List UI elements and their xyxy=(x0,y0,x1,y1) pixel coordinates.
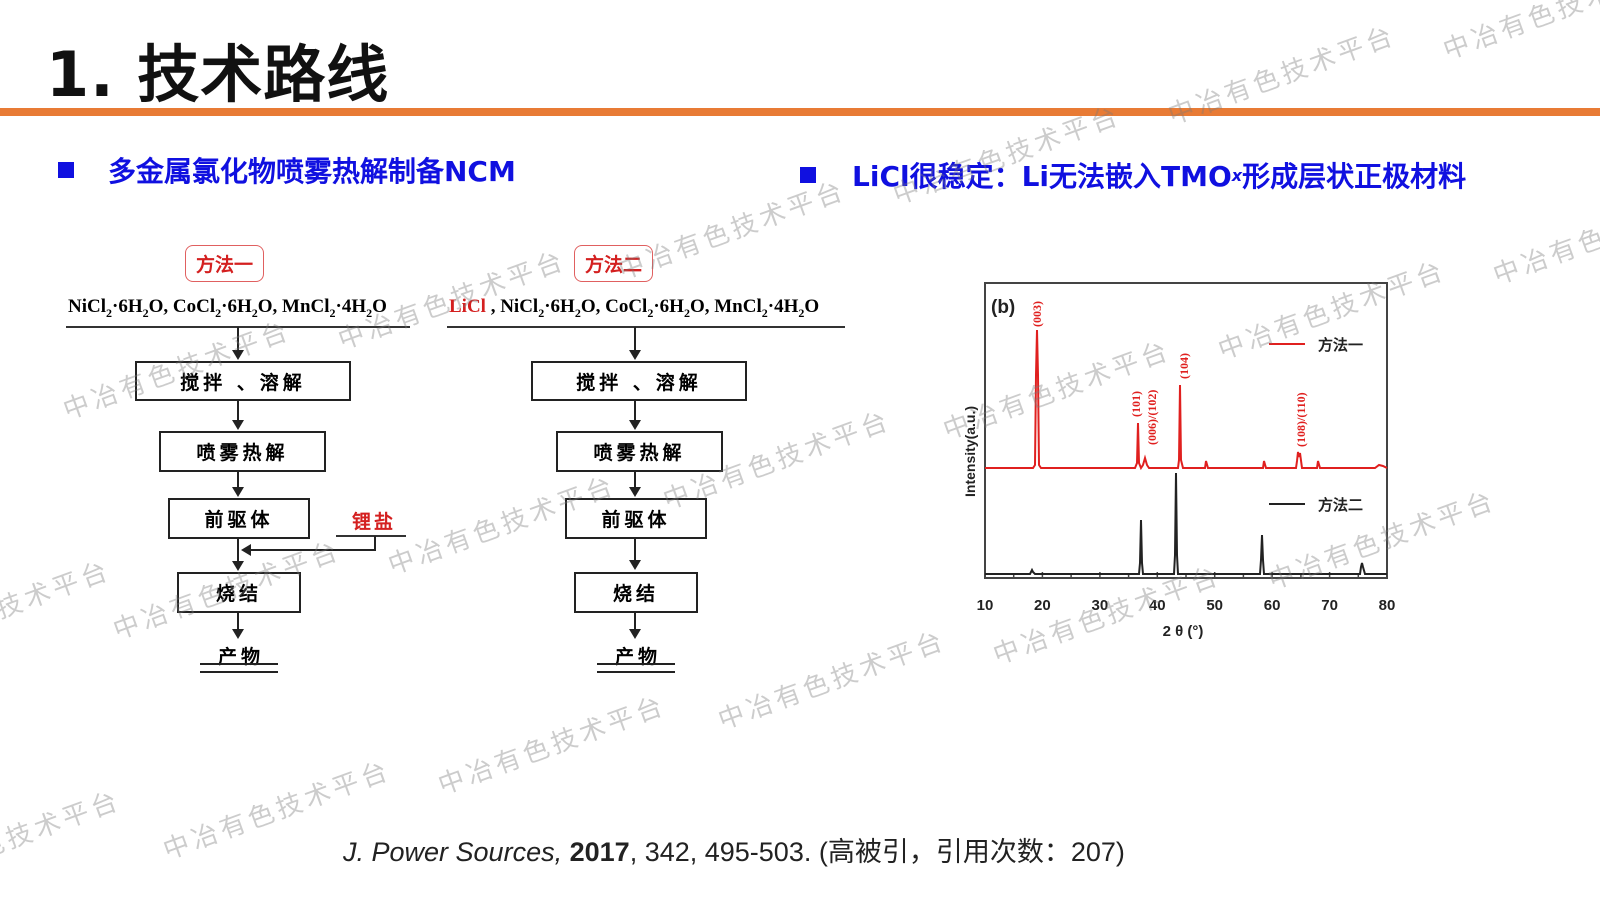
y-axis-label: Intensity(a.u.) xyxy=(962,406,978,497)
x-tick-10: 10 xyxy=(977,597,994,614)
x-tick-40: 40 xyxy=(1149,597,1166,614)
step-stir-dissolve: 搅拌 、溶解 xyxy=(135,361,351,401)
citation-journal: J. Power Sources, xyxy=(343,837,563,867)
watermark: 中冶有色技术平台 xyxy=(1489,180,1600,292)
method2-reagents: LiCl , NiCl2·6H2O, CoCl2·6H2O, MnCl2·4H2… xyxy=(449,296,820,320)
product-label: 产物 xyxy=(218,646,265,668)
x-tick-70: 70 xyxy=(1321,597,1338,614)
step-stir-dissolve: 搅拌 、溶解 xyxy=(531,361,747,401)
peak-label-104: (104) xyxy=(1177,353,1191,379)
peak-label-108-110: (108)/(110) xyxy=(1294,392,1308,447)
method1-reagents: NiCl2·6H2O, CoCl2·6H2O, MnCl2·4H2O xyxy=(68,296,387,320)
watermark: 中冶有色技术平台 xyxy=(1439,0,1600,67)
arrow-down-icon xyxy=(232,561,244,571)
method2-tag: 方法二 xyxy=(574,245,654,282)
bullet-left-text: 多金属氯化物喷雾热解制备NCM xyxy=(108,155,516,188)
connector xyxy=(634,537,636,561)
step-precursor: 前驱体 xyxy=(565,498,707,539)
step-sintering: 烧结 xyxy=(574,572,698,613)
citation-details: , 342, 495-503. (高被引，引用次数：207) xyxy=(629,837,1125,867)
bullet-right-subscript: x xyxy=(1231,165,1243,185)
connector xyxy=(634,470,636,489)
x-tick-80: 80 xyxy=(1379,597,1396,614)
product-label: 产物 xyxy=(615,646,662,668)
arrow-down-icon xyxy=(232,350,244,360)
connector xyxy=(237,399,239,421)
legend-method2-label: 方法二 xyxy=(1318,496,1363,514)
method1-tag: 方法一 xyxy=(185,245,265,282)
square-bullet-icon xyxy=(800,167,816,183)
watermark: 中冶有色技术平台 xyxy=(0,555,116,667)
peak-label-003: (003) xyxy=(1030,301,1044,327)
arrow-down-icon xyxy=(232,420,244,430)
step-spray-pyrolysis: 喷雾热解 xyxy=(556,431,723,472)
x-tick-30: 30 xyxy=(1092,597,1109,614)
arrow-down-icon xyxy=(232,487,244,497)
citation: J. Power Sources, 2017, 342, 495-503. (高… xyxy=(343,830,1125,869)
watermark: 中冶有色技术平台 xyxy=(714,625,951,737)
connector xyxy=(250,549,376,551)
lithium-salt-underline xyxy=(336,535,406,537)
lithium-salt-input: 锂盐 xyxy=(352,511,397,533)
x-tick-20: 20 xyxy=(1034,597,1051,614)
square-bullet-icon xyxy=(58,162,74,178)
arrow-down-icon xyxy=(232,629,244,639)
citation-year: 2017 xyxy=(569,837,630,867)
product-double-underline xyxy=(597,663,675,673)
arrow-down-icon xyxy=(629,350,641,360)
reagent-underline xyxy=(447,326,845,328)
step-precursor: 前驱体 xyxy=(168,498,310,539)
xrd-chart: 10 20 30 40 50 60 70 80 2 θ (°) Intensit… xyxy=(955,275,1405,655)
x-tick-50: 50 xyxy=(1206,597,1223,614)
connector xyxy=(634,327,636,351)
watermark: 中冶有色技术平台 xyxy=(0,785,126,897)
step-sintering: 烧结 xyxy=(177,572,301,613)
bullet-right-text-b: 形成层状正极材料 xyxy=(1242,160,1467,193)
legend-method1-label: 方法一 xyxy=(1318,336,1363,354)
x-axis-label: 2 θ (°) xyxy=(1163,623,1204,640)
product-double-underline xyxy=(200,663,278,673)
series-method1 xyxy=(985,329,1388,471)
arrow-down-icon xyxy=(629,560,641,570)
watermark: 中冶有色技术平台 xyxy=(434,690,671,802)
step-spray-pyrolysis: 喷雾热解 xyxy=(159,431,326,472)
bullet-left: 多金属氯化物喷雾热解制备NCM xyxy=(58,150,516,190)
x-tick-60: 60 xyxy=(1264,597,1281,614)
connector xyxy=(237,611,239,631)
arrow-down-icon xyxy=(629,487,641,497)
panel-label: (b) xyxy=(991,297,1015,318)
connector xyxy=(634,611,636,631)
slide-title: 1. 技术路线 xyxy=(46,38,390,111)
connector xyxy=(634,399,636,421)
title-divider xyxy=(0,108,1600,116)
licl-reagent: LiCl xyxy=(449,296,486,317)
arrow-down-icon xyxy=(629,629,641,639)
series-method2 xyxy=(985,472,1387,575)
connector xyxy=(237,470,239,489)
connector xyxy=(237,327,239,351)
connector xyxy=(237,537,239,563)
connector xyxy=(374,536,376,550)
arrow-down-icon xyxy=(629,420,641,430)
peak-label-006-102: (006)/(102) xyxy=(1145,390,1159,445)
bullet-right-text-a: LiCl很稳定：Li无法嵌入TMO xyxy=(852,160,1232,193)
arrow-left-icon xyxy=(241,544,251,556)
peak-label-101: (101) xyxy=(1129,391,1143,417)
